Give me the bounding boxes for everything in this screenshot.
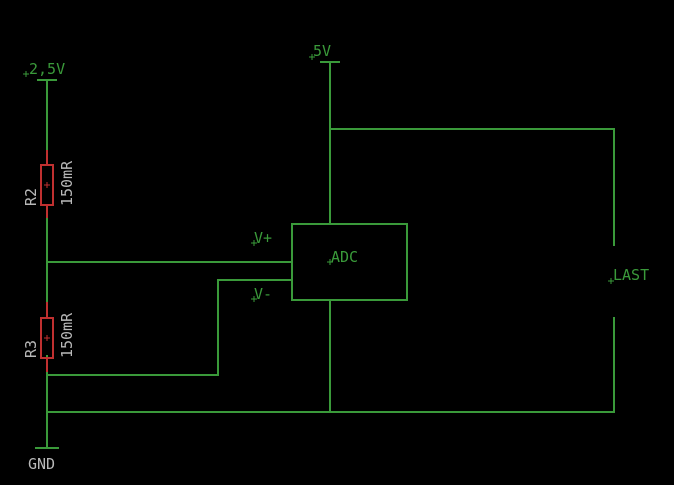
adc-label: ADC <box>331 248 358 266</box>
ground-symbol: GND <box>28 447 59 473</box>
resistor-r3[interactable]: R3 150mR <box>22 302 76 372</box>
wire-5v-to-load <box>329 128 615 246</box>
adc-box <box>291 223 408 301</box>
wires <box>46 61 615 449</box>
adc-pin-plus-label: V+ <box>254 229 272 247</box>
adc-pin-minus-label: V- <box>254 285 272 303</box>
resistor-r2-value: 150mR <box>58 160 76 206</box>
adc-block[interactable]: ADC <box>291 223 408 301</box>
ground-label: GND <box>28 455 55 473</box>
supply-5v-label: 5V <box>313 42 331 60</box>
resistor-r3-ref: R3 <box>22 340 40 358</box>
adc-pin-minus: V- <box>251 285 272 303</box>
supply-2v5: 2,5V <box>23 60 65 81</box>
load-label: LAST <box>613 266 649 284</box>
adc-pin-plus: V+ <box>251 229 272 247</box>
supply-5v: 5V <box>309 42 340 63</box>
resistor-r2[interactable]: R2 150mR <box>22 150 76 218</box>
supply-2v5-label: 2,5V <box>29 60 65 78</box>
load-block[interactable]: LAST <box>608 266 649 284</box>
resistor-r3-value: 150mR <box>58 312 76 358</box>
wire-r3-to-vminus <box>46 279 293 376</box>
resistor-r2-ref: R2 <box>22 188 40 206</box>
